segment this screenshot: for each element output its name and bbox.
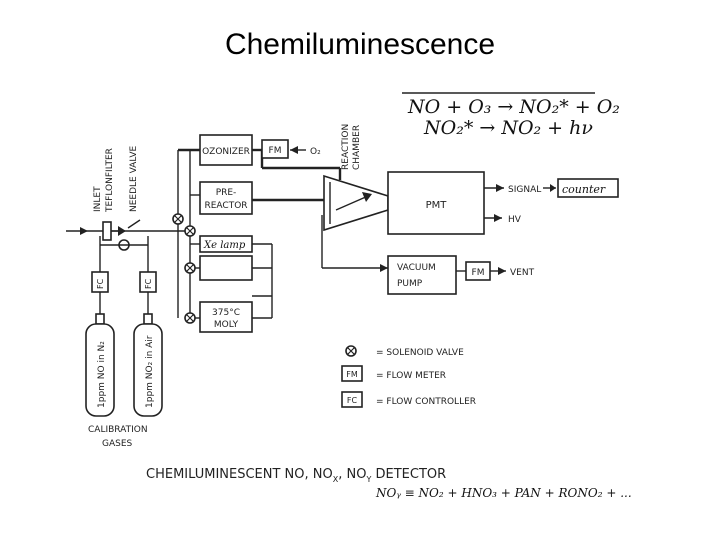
caption-sub-y: Y — [365, 475, 371, 484]
legend-fm-text: = FLOW METER — [376, 371, 446, 381]
legend-solenoid-text: = SOLENOID VALVE — [376, 348, 464, 358]
flow-controller-left: FC — [91, 271, 109, 293]
reaction-chamber-label-2: CHAMBER — [352, 125, 362, 170]
fc-left-label: FC — [96, 278, 105, 289]
calibration-cylinder-no: 1ppm NO in N₂ — [85, 313, 115, 417]
needle-valve-label: NEEDLE VALVE — [129, 145, 139, 212]
counter-label: counter — [562, 183, 606, 196]
noy-definition: NOᵧ ≡ NO₂ + HNO₃ + PAN + RONO₂ + ... — [375, 486, 632, 500]
counter-box: counter — [557, 178, 619, 198]
pmt-box: PMT — [387, 171, 485, 235]
cylinder-no-label: 1ppm NO in N₂ — [97, 341, 107, 408]
flow-meter-vent-label: FM — [472, 268, 485, 278]
caption-sub-x: X — [333, 475, 339, 484]
pmt-label: PMT — [426, 200, 448, 211]
solenoid-valve-icon — [172, 213, 184, 225]
hv-label: HV — [508, 215, 522, 225]
ozonizer-box: OZONIZER — [199, 134, 253, 166]
flow-controller-right: FC — [139, 271, 157, 293]
cylinder-no2-label: 1ppm NO₂ in Air — [145, 335, 155, 408]
oxygen-label: O₂ — [310, 147, 321, 157]
flow-meter-label: FM — [269, 146, 282, 156]
vent-label: VENT — [510, 268, 535, 278]
vacuum-pump-label-2: PUMP — [397, 279, 423, 289]
legend: = SOLENOID VALVE FM = FLOW METER FC = FL… — [341, 345, 476, 408]
converter-box — [199, 255, 253, 281]
equation-ozone-reaction: NO + O₃ → NO₂* + O₂ — [407, 96, 620, 118]
moly-temp-label: 375°C — [212, 308, 240, 318]
teflon-filter-label: TEFLONFILTER — [105, 148, 115, 213]
solenoid-valves — [172, 213, 196, 324]
legend-fm-symbol: FM — [346, 370, 358, 379]
solenoid-valve-icon — [184, 312, 196, 324]
legend-solenoid-icon — [345, 345, 357, 357]
caption-mid: , NO — [338, 467, 366, 482]
fc-right-label: FC — [144, 278, 153, 289]
slide-title: Chemiluminescence — [224, 28, 496, 61]
xe-lamp-box: Xe lamp — [199, 235, 253, 253]
signal-label: SIGNAL — [508, 185, 541, 195]
ozonizer-label: OZONIZER — [202, 147, 250, 157]
reaction-equations: NO + O₃ → NO₂* + O₂ NO₂* → NO₂ + hν — [402, 92, 620, 139]
moly-converter-box: 375°C MOLY — [199, 301, 253, 333]
caption-end: DETECTOR — [371, 467, 446, 482]
solenoid-valve-icon — [184, 262, 196, 274]
detector-caption: CHEMILUMINESCENT NO, NOX, NOY DETECTOR — [146, 467, 446, 484]
calibration-label-1: CALIBRATION — [88, 425, 148, 435]
moly-label: MOLY — [214, 320, 239, 330]
flow-meter-vent: FM — [465, 261, 491, 281]
flow-meter-ozonizer: FM — [261, 139, 289, 159]
calibration-cylinder-no2: 1ppm NO₂ in Air — [133, 313, 163, 417]
vacuum-pump-box: VACUUM PUMP — [387, 255, 457, 295]
calibration-label-2: GASES — [102, 439, 133, 449]
vacuum-pump-label-1: VACUUM — [397, 263, 436, 273]
prereactor-box: PRE- REACTOR — [199, 181, 253, 215]
reaction-chamber-label-1: REACTION — [341, 124, 351, 170]
solenoid-valve-icon — [184, 225, 196, 237]
legend-fc-text: = FLOW CONTROLLER — [376, 397, 476, 407]
prereactor-label-2: REACTOR — [204, 201, 247, 211]
prereactor-label-1: PRE- — [216, 188, 237, 198]
equation-emission: NO₂* → NO₂ + hν — [423, 117, 593, 139]
xe-lamp-label: Xe lamp — [203, 240, 246, 251]
legend-fc-symbol: FC — [347, 396, 358, 405]
caption-main: CHEMILUMINESCENT NO, NO — [146, 467, 333, 482]
inlet-label: INLET — [93, 186, 103, 212]
reaction-chamber — [323, 174, 389, 232]
